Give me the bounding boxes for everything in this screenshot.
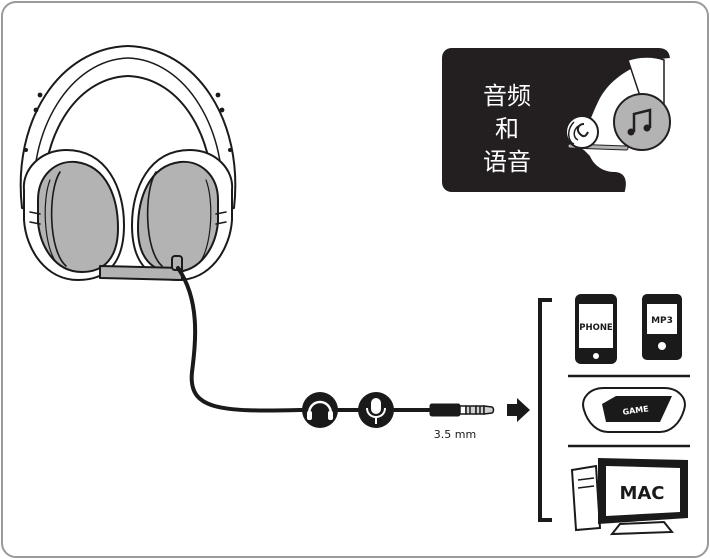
phone-label: PHONE <box>579 323 613 333</box>
mic-boom <box>99 265 183 281</box>
headset-illustration <box>19 45 237 281</box>
mac-computer-device: MAC <box>570 458 688 536</box>
headband <box>19 45 237 213</box>
game-console-device: GAME <box>582 387 686 433</box>
mac-label: MAC <box>619 483 664 504</box>
music-note-icon <box>613 93 671 151</box>
headset-cable <box>176 266 432 413</box>
mp3-device: MP3 <box>642 294 682 360</box>
mp3-label: MP3 <box>651 316 673 326</box>
voice-icon <box>565 115 599 149</box>
badge-line-2: 和 <box>495 115 519 143</box>
game-label: GAME <box>622 404 649 417</box>
jack-size-label: 3.5 mm <box>434 428 476 441</box>
headphone-icon <box>302 392 338 428</box>
badge-line-1: 音频 <box>483 82 531 110</box>
jack-plug <box>429 403 495 417</box>
phone-device: PHONE <box>575 294 617 364</box>
audio-voice-badge: 音频 和 语音 <box>442 48 671 194</box>
microphone-icon <box>358 392 394 428</box>
badge-line-3: 语音 <box>483 148 531 176</box>
arrow-right-icon <box>507 398 530 422</box>
device-bracket <box>538 298 552 522</box>
